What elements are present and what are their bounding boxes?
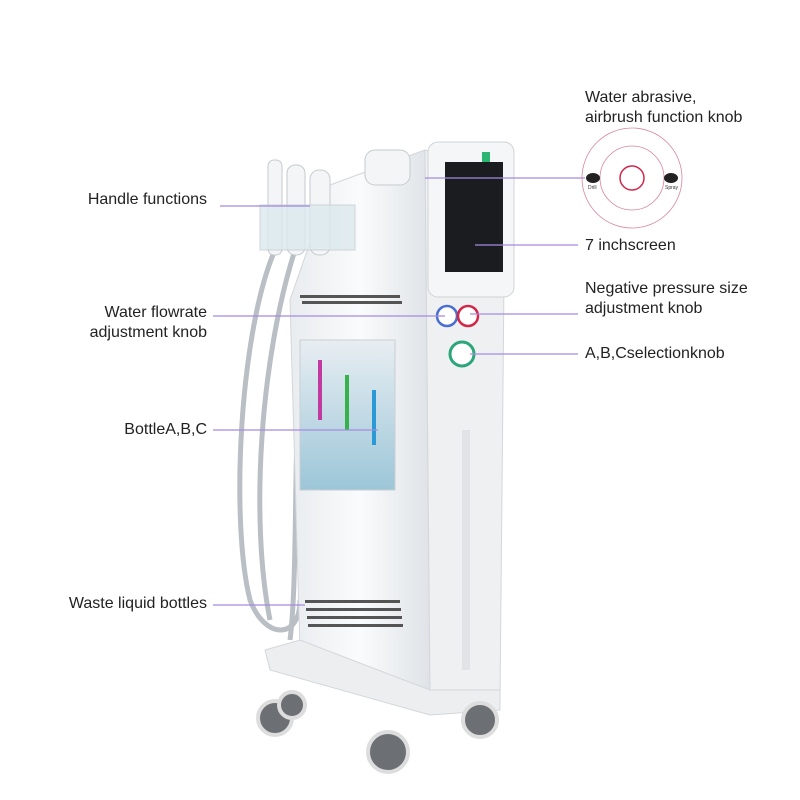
label-screen: 7 inchscreen: [585, 237, 676, 254]
wheels: [256, 690, 499, 774]
label-bottles: BottleA,B,C: [124, 421, 207, 438]
bottle-b: [345, 375, 349, 430]
negative-pressure-knob: [456, 304, 480, 328]
function-knob-diagram: Drill Spray: [581, 127, 683, 229]
drill-icon: [586, 173, 600, 183]
label-waste: Waste liquid bottles: [68, 595, 207, 612]
label-abc-knob: A,B,Cselectionknob: [585, 345, 725, 362]
bottle-c: [372, 390, 376, 445]
drill-label: Drill: [588, 185, 597, 191]
bottle-a: [318, 360, 322, 420]
screen: [445, 162, 503, 272]
screen-unit: [427, 141, 515, 298]
label-water-flowrate-1: Water flowrate: [104, 304, 207, 321]
label-negative-pressure-2: adjustment knob: [585, 300, 703, 317]
vent-upper: [300, 295, 402, 304]
label-negative-pressure-1: Negative pressure size: [585, 280, 748, 297]
side-vent: [462, 430, 470, 670]
label-water-flowrate-2: adjustment knob: [89, 324, 207, 341]
label-handle-functions: Handle functions: [87, 191, 207, 208]
label-water-abrasive-1: Water abrasive,: [585, 89, 697, 106]
handpieces: [259, 149, 411, 256]
spray-icon: [664, 173, 678, 183]
vent-lower: [305, 600, 403, 627]
label-water-abrasive-2: airbrush function knob: [585, 109, 743, 126]
spray-label: Spray: [665, 185, 679, 191]
callout-lines: [213, 177, 585, 606]
machine-body: [289, 149, 506, 701]
